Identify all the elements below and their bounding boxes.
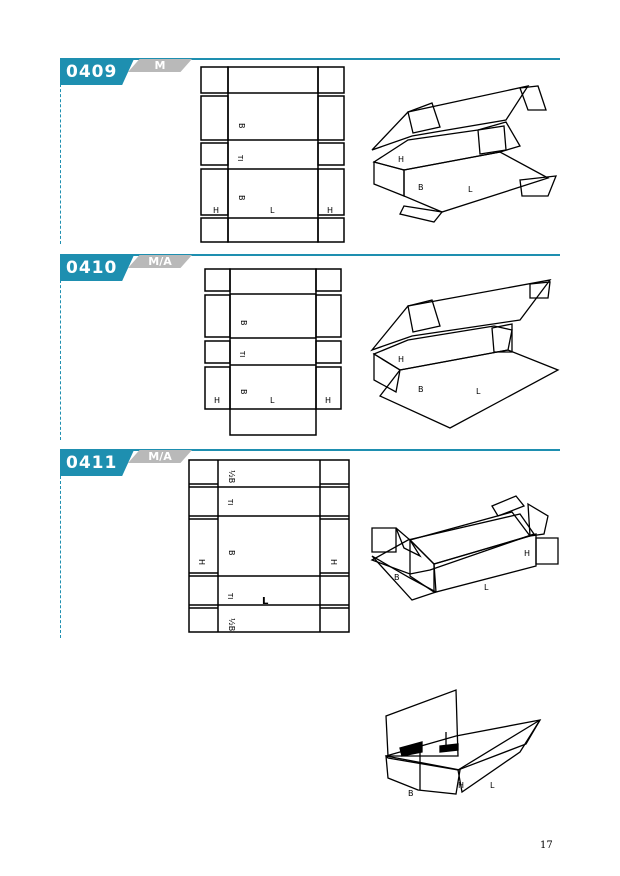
dim-label-h: H [329,559,338,565]
flat-blank-labels: B TI B H L H [214,320,331,405]
dim-label-l: L [476,387,481,396]
section-rule [60,58,560,60]
dim-label-b: B [239,320,248,326]
dim-label-h: H [213,206,219,215]
dim-label-t: TI [226,592,234,599]
style-type-tab: M/A [128,450,192,463]
style-type: M/A [148,450,172,463]
section-rule [60,254,560,256]
dim-label-t: TI [226,498,234,505]
section-dashed-line [60,280,61,440]
dim-label-l: L [484,583,489,592]
style-code: 0411 [66,453,118,473]
dim-label-h: H [325,396,331,405]
style-type-tab: M/A [128,255,192,268]
style-type-tab: M [128,59,192,72]
assembled-box-labels: H B L [394,549,530,592]
dim-label-b: B [394,573,400,582]
flat-blank-diagram [204,268,342,436]
dim-label-h: H [398,355,404,364]
dim-label-l: L [270,206,275,215]
assembled-box-labels: H B L [398,355,481,396]
assembled-box-labels: H B L [398,155,473,194]
flat-blank-diagram [188,459,350,633]
dim-label-b: B [239,389,248,395]
style-code-tab: 0409 [60,59,134,85]
style-code-tab: 0411 [60,450,134,476]
flat-blank-labels: ½B TI B H H TI L ½B [197,470,338,631]
flat-blank-labels: B TI B H L H [213,123,333,215]
dim-label-t: TI [236,154,244,161]
page-number: 17 [540,840,553,851]
flat-blank-diagram [200,66,345,243]
dim-label-t: TI [238,350,246,357]
dim-label-h: H [398,155,404,164]
dim-label-b: B [418,385,424,394]
dim-label-l: L [270,396,275,405]
section-dashed-line [60,476,61,638]
dim-label-b: B [418,183,424,192]
dim-label-b: B [237,195,246,201]
dim-label-l: L [262,596,269,607]
assembled-box-diagram [370,495,559,601]
dim-label-b: B [408,789,414,798]
dim-label-h: H [327,206,333,215]
dim-label-l: L [468,185,473,194]
dim-label-b: B [237,123,246,129]
section-rule [60,449,560,451]
dim-label-h: H [524,549,530,558]
style-code: 0409 [66,62,118,82]
assembled-box-diagram [371,85,558,223]
dim-label-half-b: ½B [227,618,236,631]
dim-label-l: L [490,781,495,790]
dim-label-half-b: ½B [227,470,236,483]
assembled-box-diagram [370,279,560,429]
style-code-tab: 0410 [60,255,134,281]
style-code: 0410 [66,258,118,278]
style-type: M [154,59,166,72]
section-dashed-line [60,84,61,244]
style-type: M/A [148,255,172,268]
dim-label-h: H [214,396,220,405]
dim-label-b: B [227,550,236,556]
dim-label-h: H [458,781,464,790]
dim-label-h: H [197,559,206,565]
